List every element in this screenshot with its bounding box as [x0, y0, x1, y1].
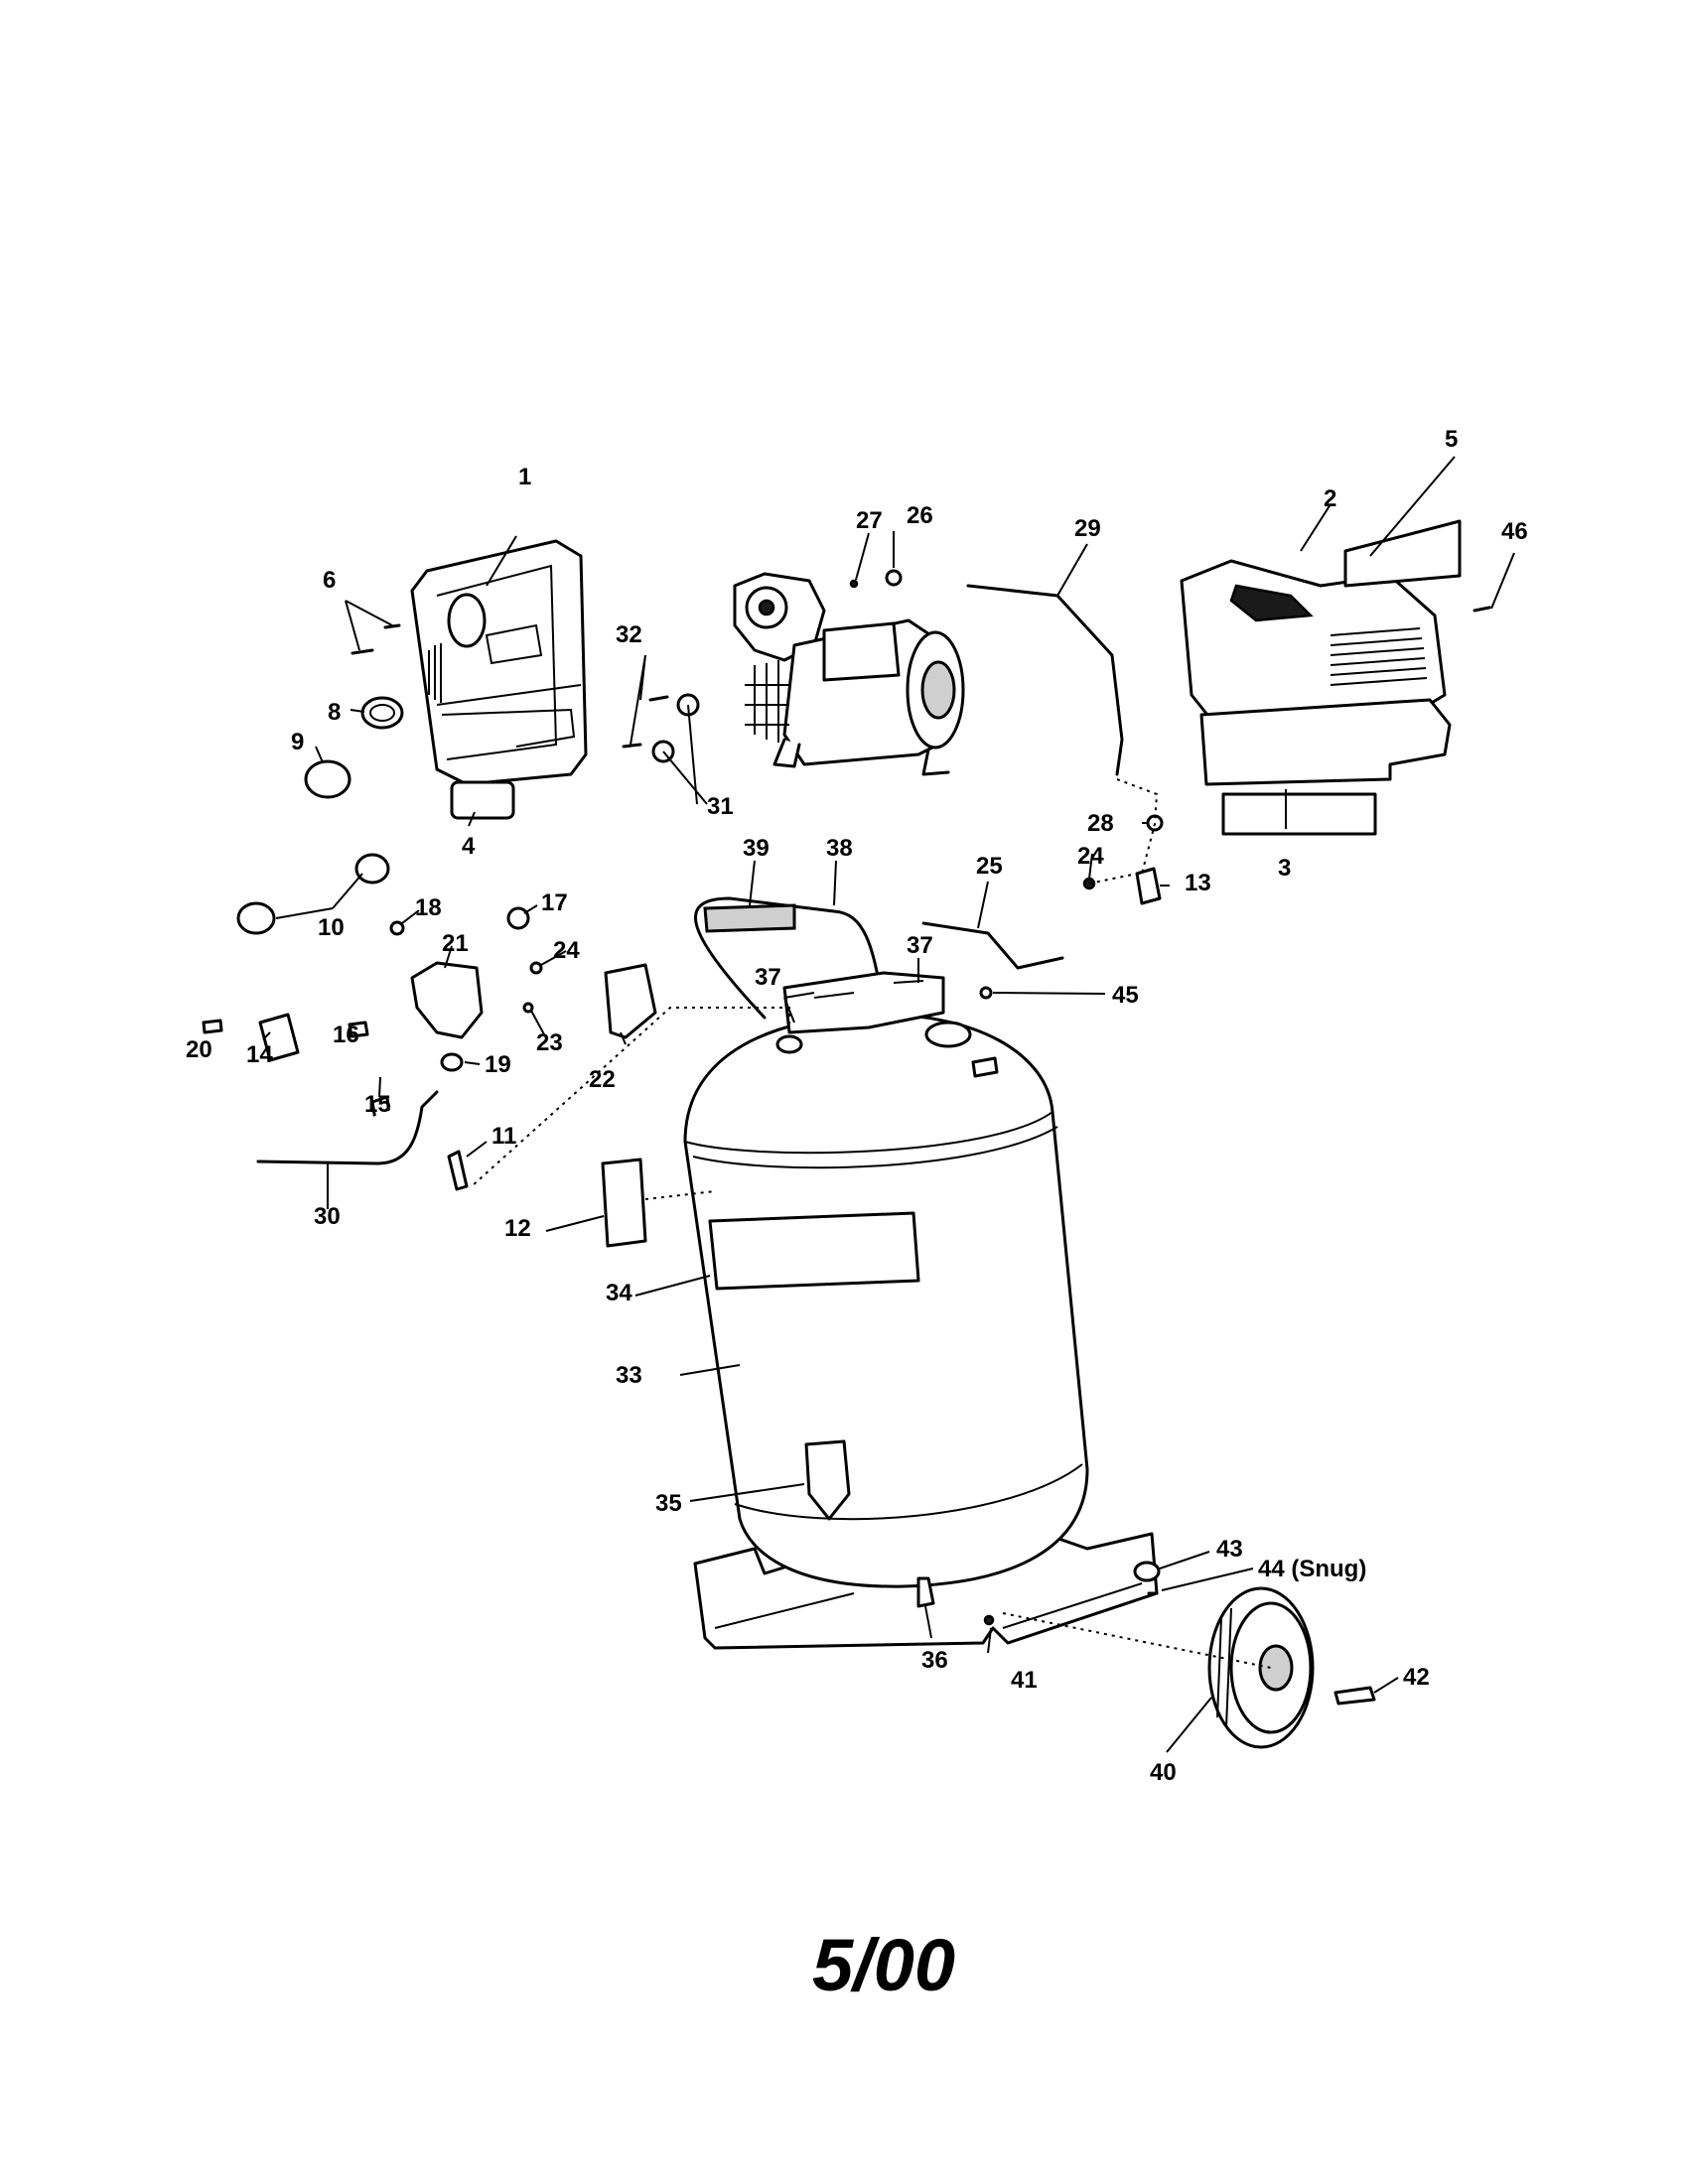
tank-assembly — [601, 896, 1315, 1749]
callout-32: 32 — [616, 621, 642, 648]
callouts: 1 2 3 4 5 6 8 9 10 11 12 13 14 15 16 17 … — [186, 426, 1528, 1786]
callout-20: 20 — [186, 1036, 212, 1063]
callout-17: 17 — [541, 889, 568, 916]
callout-29: 29 — [1074, 515, 1101, 542]
callout-15: 15 — [364, 1091, 391, 1118]
callout-22: 22 — [589, 1066, 616, 1093]
callout-46: 46 — [1501, 518, 1528, 545]
callout-5: 5 — [1445, 426, 1458, 453]
callout-3: 3 — [1278, 855, 1291, 882]
callout-33: 33 — [616, 1362, 642, 1389]
loose-parts — [202, 569, 1491, 1706]
revision-date: 5/00 — [812, 1924, 955, 2006]
callout-25: 25 — [976, 853, 1003, 880]
callout-8: 8 — [328, 699, 341, 726]
callout-27: 27 — [856, 507, 883, 534]
callout-38: 38 — [826, 835, 853, 862]
callout-37b: 37 — [907, 932, 933, 959]
callout-37a: 37 — [755, 964, 781, 991]
callout-42: 42 — [1403, 1664, 1430, 1691]
part-1-left-shroud — [410, 539, 588, 820]
callout-18: 18 — [415, 894, 442, 921]
callout-1: 1 — [518, 464, 531, 490]
callout-30: 30 — [314, 1203, 341, 1230]
callout-13: 13 — [1185, 870, 1211, 896]
callout-41: 41 — [1011, 1667, 1038, 1694]
callout-19: 19 — [485, 1051, 511, 1078]
callout-28: 28 — [1087, 810, 1114, 837]
callout-14: 14 — [246, 1041, 273, 1068]
callout-23: 23 — [536, 1029, 563, 1056]
pump-motor-assembly — [733, 572, 965, 776]
callout-4: 4 — [462, 833, 476, 860]
assembly-lines — [471, 778, 1272, 1669]
callout-21: 21 — [442, 930, 469, 957]
callout-26: 26 — [907, 502, 933, 529]
callout-36: 36 — [921, 1647, 948, 1674]
leader-lines — [262, 456, 1515, 1753]
callout-12: 12 — [504, 1215, 531, 1242]
callout-6: 6 — [323, 567, 336, 594]
callout-24a: 24 — [553, 937, 580, 964]
callout-39: 39 — [743, 835, 770, 862]
part-2-right-shroud — [1180, 519, 1462, 836]
callout-43: 43 — [1216, 1536, 1243, 1563]
callout-16: 16 — [333, 1022, 359, 1048]
callout-31: 31 — [707, 793, 734, 820]
callout-40: 40 — [1150, 1759, 1177, 1786]
callout-11: 11 — [491, 1123, 516, 1150]
callout-9: 9 — [291, 729, 304, 755]
callout-24b: 24 — [1077, 843, 1104, 870]
callout-45: 45 — [1112, 982, 1139, 1009]
callout-10: 10 — [318, 914, 345, 941]
callout-35: 35 — [655, 1490, 682, 1517]
callout-2: 2 — [1324, 485, 1336, 512]
callout-34: 34 — [606, 1280, 632, 1306]
callout-44: 44 (Snug) — [1258, 1556, 1366, 1582]
